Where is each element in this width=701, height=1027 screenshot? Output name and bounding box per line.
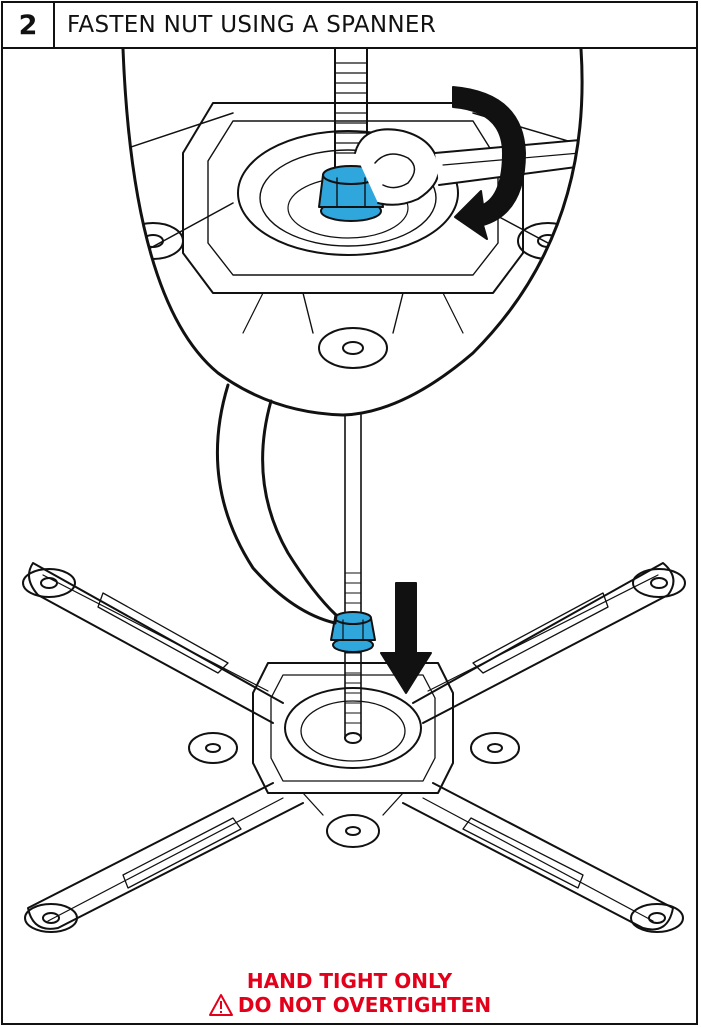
warning-line-2-row: DO NOT OVERTIGHTEN [208, 993, 491, 1017]
down-arrow-icon [380, 582, 432, 694]
flange-nut-zoomed [318, 165, 384, 222]
step-title: FASTEN NUT USING A SPANNER [67, 12, 437, 38]
warning-triangle-icon [208, 994, 233, 1016]
step-number: 2 [3, 3, 55, 47]
warning-line-2: DO NOT OVERTIGHTEN [237, 993, 492, 1017]
base-spider-frame [22, 562, 686, 933]
step-header: 2 FASTEN NUT USING A SPANNER [3, 3, 696, 49]
flange-nut-lower [330, 611, 376, 653]
magnified-callout [121, 47, 584, 625]
warning-message: HAND TIGHT ONLY DO NOT OVERTIGHTEN [3, 969, 696, 1022]
warning-line-1: HAND TIGHT ONLY [246, 969, 453, 993]
assembly-illustration [22, 47, 686, 933]
threaded-rod [344, 414, 362, 739]
clockwise-rotation-arrow-icon [452, 86, 526, 240]
